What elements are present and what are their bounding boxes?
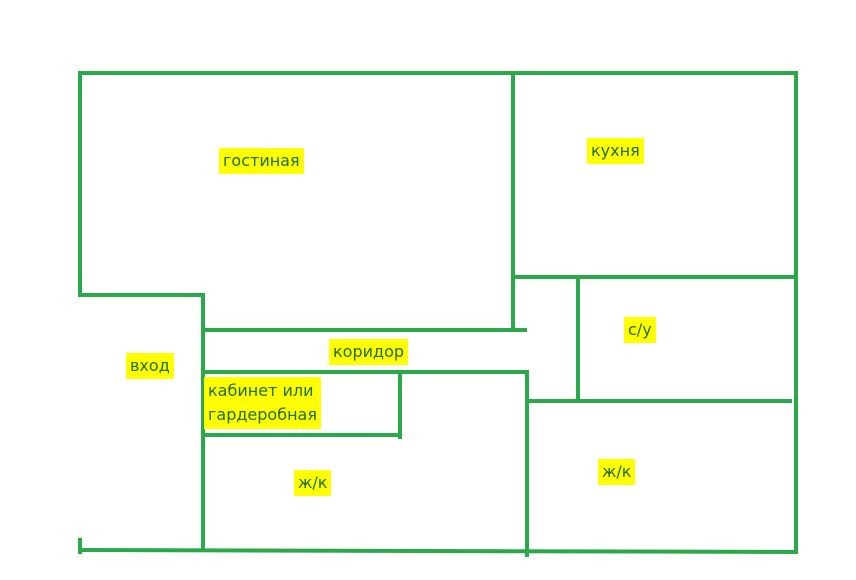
room-label-bedroom-right: ж/к [598, 459, 636, 485]
room-label-entrance: вход [126, 353, 174, 379]
room-label-study-line1: кабинет или [208, 381, 314, 400]
room-label-study-line2: гардеробная [208, 405, 317, 424]
room-label-bedroom-left: ж/к [294, 470, 332, 496]
room-label-corridor: коридор [329, 339, 409, 365]
room-label-living: гостиная [219, 148, 304, 174]
room-label-study: кабинет или гардеробная [204, 377, 321, 429]
room-label-kitchen: кухня [587, 138, 644, 164]
room-label-bathroom: с/у [624, 317, 656, 343]
wall-outer-bottom [77, 547, 799, 555]
